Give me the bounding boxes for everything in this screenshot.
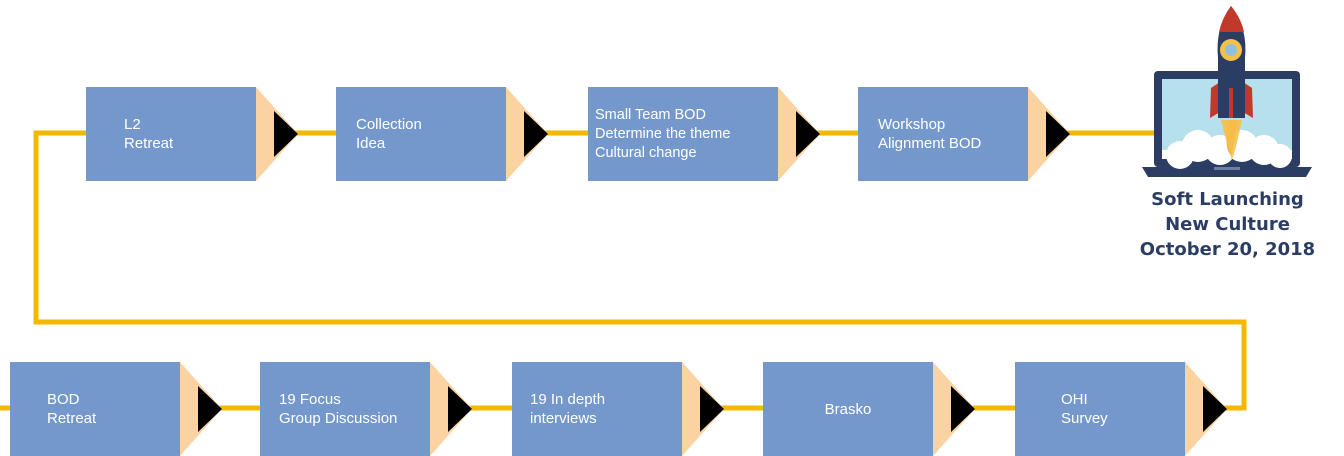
launch-date: October 20, 2018 <box>1139 239 1316 260</box>
step-label: Small Team BOD Determine the theme Cultu… <box>595 87 760 181</box>
step-label: 19 In depth interviews <box>530 362 695 456</box>
step-box <box>10 362 180 456</box>
step-label: OHI Survey <box>1061 362 1226 456</box>
step-label-line: Cultural change <box>595 144 697 161</box>
arrow-tip-icon <box>180 362 222 456</box>
step-focus-group: 19 Focus Group Discussion <box>260 362 518 456</box>
step-box <box>588 87 778 181</box>
launch-title-line: Soft Launching <box>1151 189 1304 210</box>
step-brasko: Brasko <box>763 362 1021 456</box>
step-label-line: Brasko <box>824 400 872 418</box>
step-bod-retreat: BOD Retreat <box>10 362 268 456</box>
step-label-line: Alignment BOD <box>878 135 982 152</box>
step-box <box>260 362 430 456</box>
step-workshop-alignment: Workshop Alignment BOD <box>858 87 1116 181</box>
step-box <box>763 362 933 456</box>
arrow-tip-icon <box>256 87 298 181</box>
step-label-line: Collection <box>356 116 422 133</box>
arrow-tip-icon <box>933 362 975 456</box>
step-small-team-bod: Small Team BOD Determine the theme Cultu… <box>588 87 846 181</box>
step-l2-retreat: L2 Retreat <box>86 87 344 181</box>
step-label: Workshop Alignment BOD <box>878 87 1043 181</box>
step-box <box>512 362 682 456</box>
step-label: Collection Idea <box>356 87 521 181</box>
launch-title: Soft Launching New Culture October 20, 2… <box>1120 187 1335 262</box>
step-label-line: BOD <box>47 391 80 408</box>
step-label-line: 19 In depth <box>530 391 606 408</box>
step-label-line: L2 <box>124 116 141 133</box>
step-label-line: interviews <box>530 410 597 427</box>
step-label-line: Retreat <box>124 135 174 152</box>
laptop-rocket-illustration <box>1142 6 1312 177</box>
step-box <box>336 87 506 181</box>
arrow-tip-icon <box>1028 87 1070 181</box>
step-label: 19 Focus Group Discussion <box>279 362 444 456</box>
step-label-line: Workshop <box>878 116 946 133</box>
cloud-icon <box>1162 130 1292 169</box>
step-label-line: Group Discussion <box>279 410 398 427</box>
step-collection-idea: Collection Idea <box>336 87 594 181</box>
step-label-line: Determine the theme <box>595 125 731 142</box>
step-label-line: Survey <box>1061 410 1108 427</box>
step-label-line: Retreat <box>47 410 97 427</box>
step-box <box>1015 362 1185 456</box>
step-label-line: 19 Focus <box>279 391 341 408</box>
arrow-tip-icon <box>506 87 548 181</box>
arrow-tip-icon <box>682 362 724 456</box>
step-label: Brasko <box>763 362 933 456</box>
step-in-depth-interviews: 19 In depth interviews <box>512 362 770 456</box>
step-label-line: OHI <box>1061 391 1088 408</box>
rocket-icon <box>1210 6 1253 160</box>
arrow-tip-icon <box>430 362 472 456</box>
step-ohi-survey: OHI Survey <box>1015 362 1273 456</box>
step-box <box>86 87 256 181</box>
step-label: L2 Retreat <box>124 87 289 181</box>
launch-title-line: New Culture <box>1165 214 1290 235</box>
arrow-tip-icon <box>778 87 820 181</box>
arrow-tip-icon <box>1185 362 1227 456</box>
step-label-line: Small Team BOD <box>595 106 706 123</box>
step-label-line: Idea <box>356 135 386 152</box>
step-box <box>858 87 1028 181</box>
step-label: BOD Retreat <box>47 362 212 456</box>
